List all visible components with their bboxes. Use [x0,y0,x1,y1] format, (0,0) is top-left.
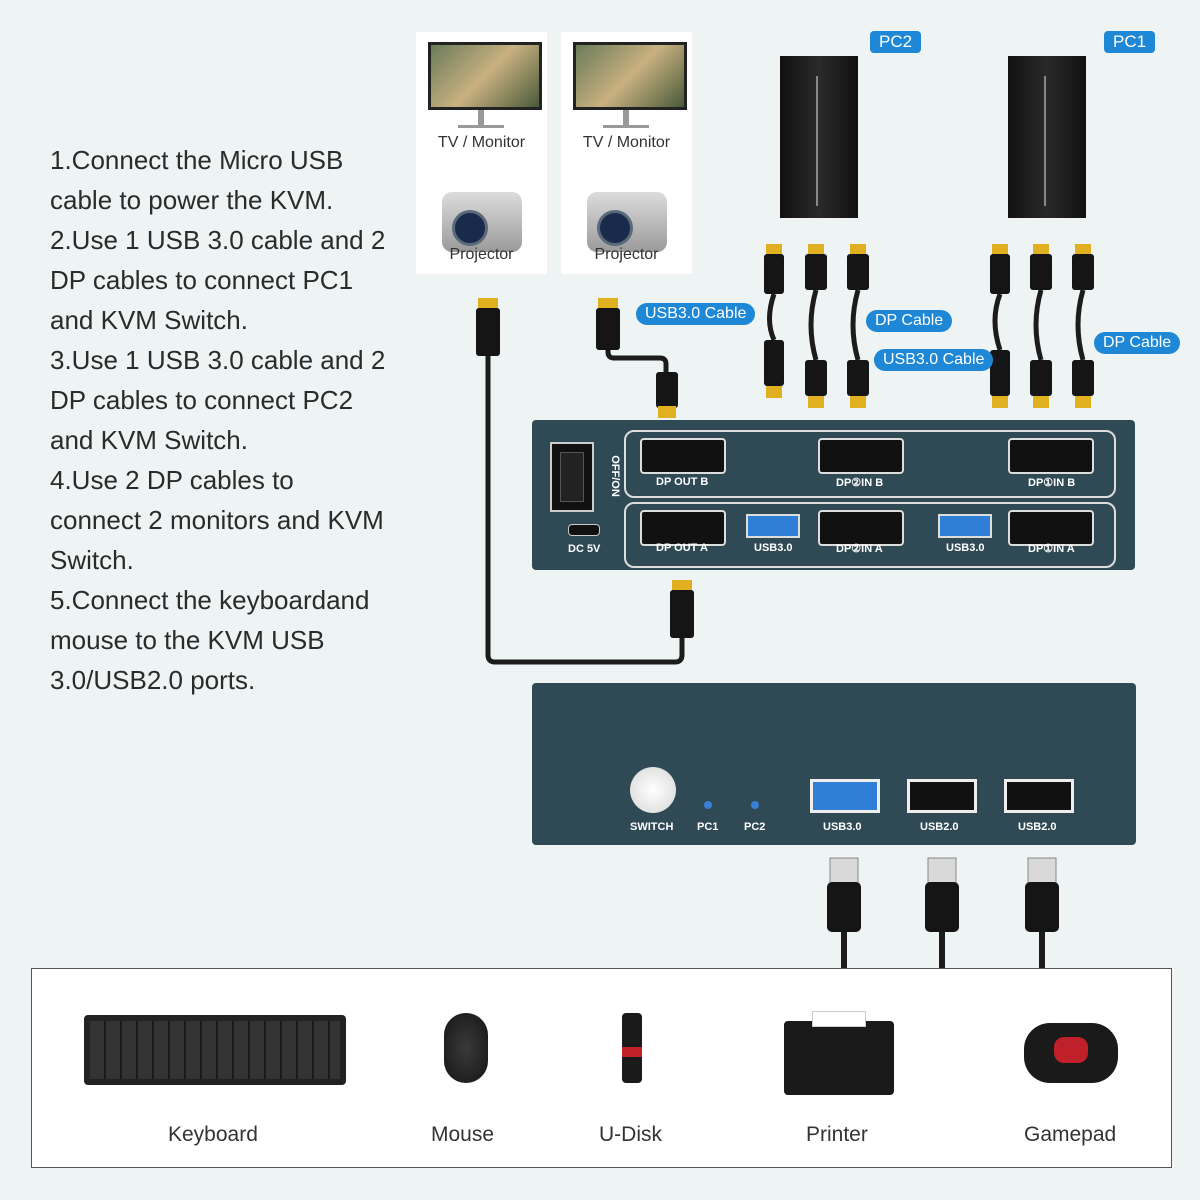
usb-cable-label-left: USB3.0 Cable [636,303,756,325]
dp2-in-b-port [818,438,904,474]
monitor-icon [428,42,542,110]
usb30-port-a [746,514,800,538]
gamepad-label: Gamepad [1024,1123,1117,1146]
dp-out-a-port [640,510,726,546]
switch-button[interactable] [630,767,676,813]
kvm-front-panel: SWITCH PC1 PC2 USB3.0 USB2.0 USB2.0 [532,683,1136,845]
mouse-label: Mouse [431,1123,495,1146]
projector-icon [442,192,522,252]
dp1-in-a-port [1008,510,1094,546]
gamepad-icon [1024,1023,1118,1083]
dc-label: DC 5V [568,543,601,555]
monitor-label: TV / Monitor [437,134,526,151]
monitor-icon [573,42,687,110]
power-switch-label: OFF/ON [608,455,621,497]
pc2-label: PC2 [870,31,922,53]
instructions: 1.Connect the Micro USB cable to power t… [50,140,390,700]
pc1-led-icon [704,801,712,809]
projector-icon [587,192,667,252]
dp2-in-a-port [818,510,904,546]
front-usb20-label-1: USB2.0 [920,821,959,833]
micro-usb-port [568,524,600,536]
instruction-step-4: 4.Use 2 DP cables to connect 2 monitors … [50,465,384,575]
dp2-in-b-label: DP②IN B [836,477,884,489]
printer-label: Printer [806,1123,868,1146]
switch-label: SWITCH [630,821,674,833]
instruction-step-2: 2.Use 1 USB 3.0 cable and 2 DP cables to… [50,225,386,335]
dp1-in-b-port [1008,438,1094,474]
udisk-label: U-Disk [599,1123,662,1146]
dp2-in-a-label: DP②IN A [836,543,883,555]
peripherals-box: Keyboard Mouse U-Disk Printer Gamepad [31,968,1172,1168]
front-usb20-label-2: USB2.0 [1018,821,1057,833]
dp-out-b-port [640,438,726,474]
dp-in-a-group [624,502,1116,568]
dp-in-b-group [624,430,1116,498]
printer-icon [784,1011,894,1095]
power-switch[interactable] [550,442,594,512]
mouse-icon [444,1013,488,1083]
dp-out-a-label: DP OUT A [656,542,708,554]
udisk-icon [622,1013,642,1083]
dp-out-b-label: DP OUT B [656,476,709,488]
pc1-cable-group [990,244,1094,408]
dp-connector-gold [478,298,498,310]
usb30-b-label: USB3.0 [946,542,985,554]
peripheral-usb-cables [827,857,1059,968]
dp-cable-label-left: DP Cable [866,310,953,332]
pc1-led-label: PC1 [697,821,719,833]
instruction-step-5: 5.Connect the keyboardand mouse to the K… [50,585,370,695]
pc1-label: PC1 [1104,31,1156,53]
usb30-a-label: USB3.0 [754,542,793,554]
projector-label: Projector [594,246,659,263]
monitor-label: TV / Monitor [582,134,671,151]
front-usb30-label: USB3.0 [823,821,862,833]
dp-cable-label-right: DP Cable [1094,332,1181,354]
display-card-2: TV / Monitor Projector [561,32,692,274]
instruction-step-1: 1.Connect the Micro USB cable to power t… [50,145,344,215]
keyboard-label: Keyboard [168,1123,258,1146]
front-usb20-port-2 [1004,779,1074,813]
pc2-led-label: PC2 [744,821,766,833]
dp1-in-b-label: DP①IN B [1028,477,1076,489]
pc1-tower-icon [1008,56,1086,218]
projector-label: Projector [449,246,514,263]
kvm-rear-panel: OFF/ON DC 5V DP OUT B DP②IN B DP①IN B DP… [532,420,1135,570]
front-usb30-port [810,779,880,813]
keyboard-icon [84,1015,346,1085]
usb30-port-b [938,514,992,538]
pc2-led-icon [751,801,759,809]
instruction-step-3: 3.Use 1 USB 3.0 cable and 2 DP cables to… [50,345,386,455]
front-usb20-port-1 [907,779,977,813]
usb-cable-label-right: USB3.0 Cable [874,349,994,371]
dp1-in-a-label: DP①IN A [1028,543,1075,555]
display-card-1: TV / Monitor Projector [416,32,547,274]
pc2-cable-group [764,244,869,408]
pc2-tower-icon [780,56,858,218]
